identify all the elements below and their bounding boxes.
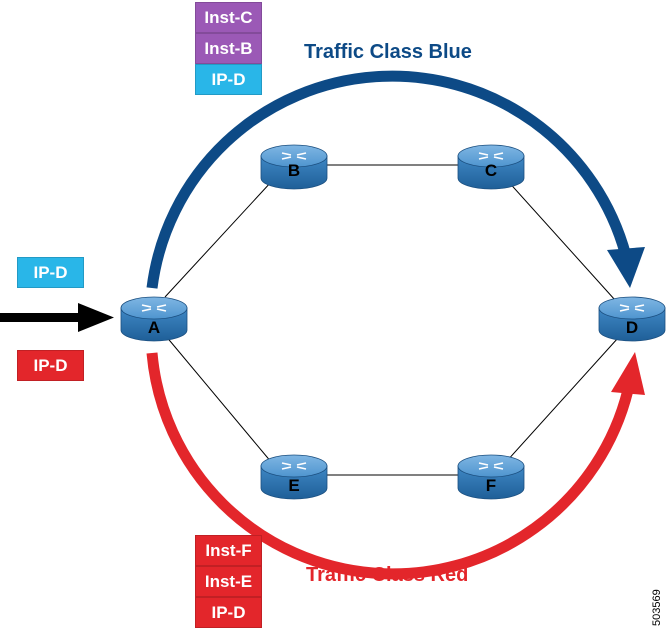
traffic-path-blue [146,70,645,289]
router-d [598,296,666,342]
node-f-label: F [485,476,497,495]
link-f-d [505,337,619,463]
router-c [457,144,525,190]
red-stack-tag-2: Inst-E [195,566,262,597]
router-top [260,454,328,478]
router-a [120,296,188,342]
blue-stack-tag-2: Inst-B [195,33,262,64]
ingress-arrow-head [78,303,114,332]
traffic-class-blue-label: Traffic Class Blue [304,41,472,63]
router-top [457,454,525,478]
red-arrowhead [611,352,645,395]
router-top [598,296,666,320]
router-arrows-icon [281,462,307,470]
red-stack-tag-1: Inst-F [195,535,262,566]
figure-id: 503569 [651,589,663,626]
node-b-label: B [287,161,301,180]
ingress-tag-upper: IP-D [17,257,84,288]
traffic-class-red-label: Traffic Class Red [306,564,469,586]
link-a-e [164,334,273,464]
router-arrows-icon [478,152,504,160]
node-d-label: D [625,318,639,337]
routers [120,144,666,500]
link-c-d [505,178,616,301]
blue-arrowhead [607,247,645,288]
router-b [260,144,328,190]
blue-arc [146,70,632,289]
router-top [120,296,188,320]
red-arc [146,352,634,580]
router-arrows-icon [141,304,167,312]
node-e-label: E [288,476,300,495]
router-top [260,144,328,168]
links [164,164,619,476]
ingress-tag-lower: IP-D [17,350,84,381]
traffic-path-red [146,352,645,580]
node-a-label: A [147,318,161,337]
node-c-label: C [484,161,498,180]
red-stack-tag-3: IP-D [195,597,262,628]
router-f [457,454,525,500]
router-top [457,144,525,168]
router-arrows-icon [281,152,307,160]
link-a-b [164,180,273,298]
blue-stack-tag-1: Inst-C [195,2,262,33]
router-arrows-icon [478,462,504,470]
ingress-arrow-shaft [0,313,80,322]
router-arrows-icon [619,304,645,312]
ingress-arrow [0,303,114,332]
router-e [260,454,328,500]
blue-stack-tag-3: IP-D [195,64,262,95]
